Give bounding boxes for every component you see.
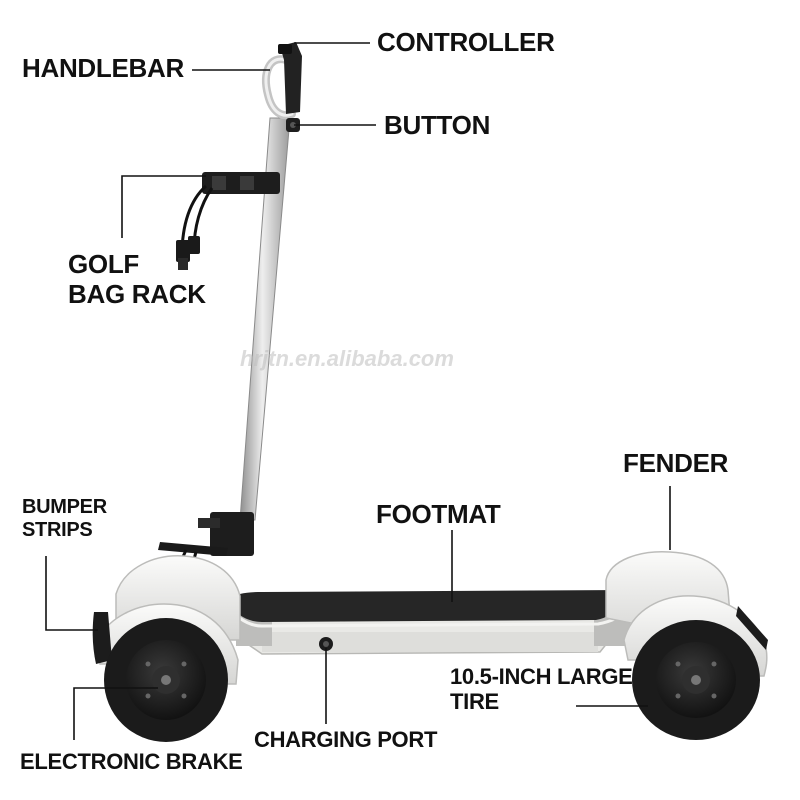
watermark: hrjtn.en.alibaba.com [240, 346, 454, 371]
rear-wheel [632, 620, 760, 740]
leader-lines [45, 42, 671, 740]
label-bumper-strips-line2: STRIPS [22, 519, 93, 541]
label-electronic-brake: ELECTRONIC BRAKE [20, 749, 243, 774]
label-charging-port: CHARGING PORT [254, 727, 438, 752]
label-bumper-strips-line1: BUMPER [22, 496, 107, 518]
leader-golf-bag-rack [121, 175, 206, 238]
front-wheel [104, 618, 228, 742]
golf-bag-rack-upper [176, 172, 280, 270]
label-fender: FENDER [623, 448, 729, 478]
label-bumper-strips: BUMPER STRIPS [22, 496, 107, 542]
front-body [92, 555, 241, 685]
label-controller: CONTROLLER [377, 27, 555, 57]
label-footmat: FOOTMAT [376, 499, 501, 529]
handlebar [262, 55, 296, 120]
controller-grip [278, 42, 302, 114]
label-golf-bag-rack-line2: BAG RACK [68, 278, 206, 309]
power-button [286, 118, 300, 132]
label-handlebar: HANDLEBAR [22, 53, 184, 83]
label-golf-bag-rack: GOLF BAG RACK [68, 249, 206, 310]
rear-body [605, 551, 768, 677]
label-tire: 10.5-INCH LARGE TIRE [450, 664, 633, 715]
label-golf-bag-rack-line1: GOLF [68, 249, 140, 279]
leader-bumper-strips [45, 556, 98, 631]
leader-electronic-brake [73, 687, 158, 740]
label-tire-line2: TIRE [450, 689, 499, 715]
label-tire-line1: 10.5-INCH LARGE [450, 664, 633, 689]
label-button: BUTTON [384, 110, 491, 140]
